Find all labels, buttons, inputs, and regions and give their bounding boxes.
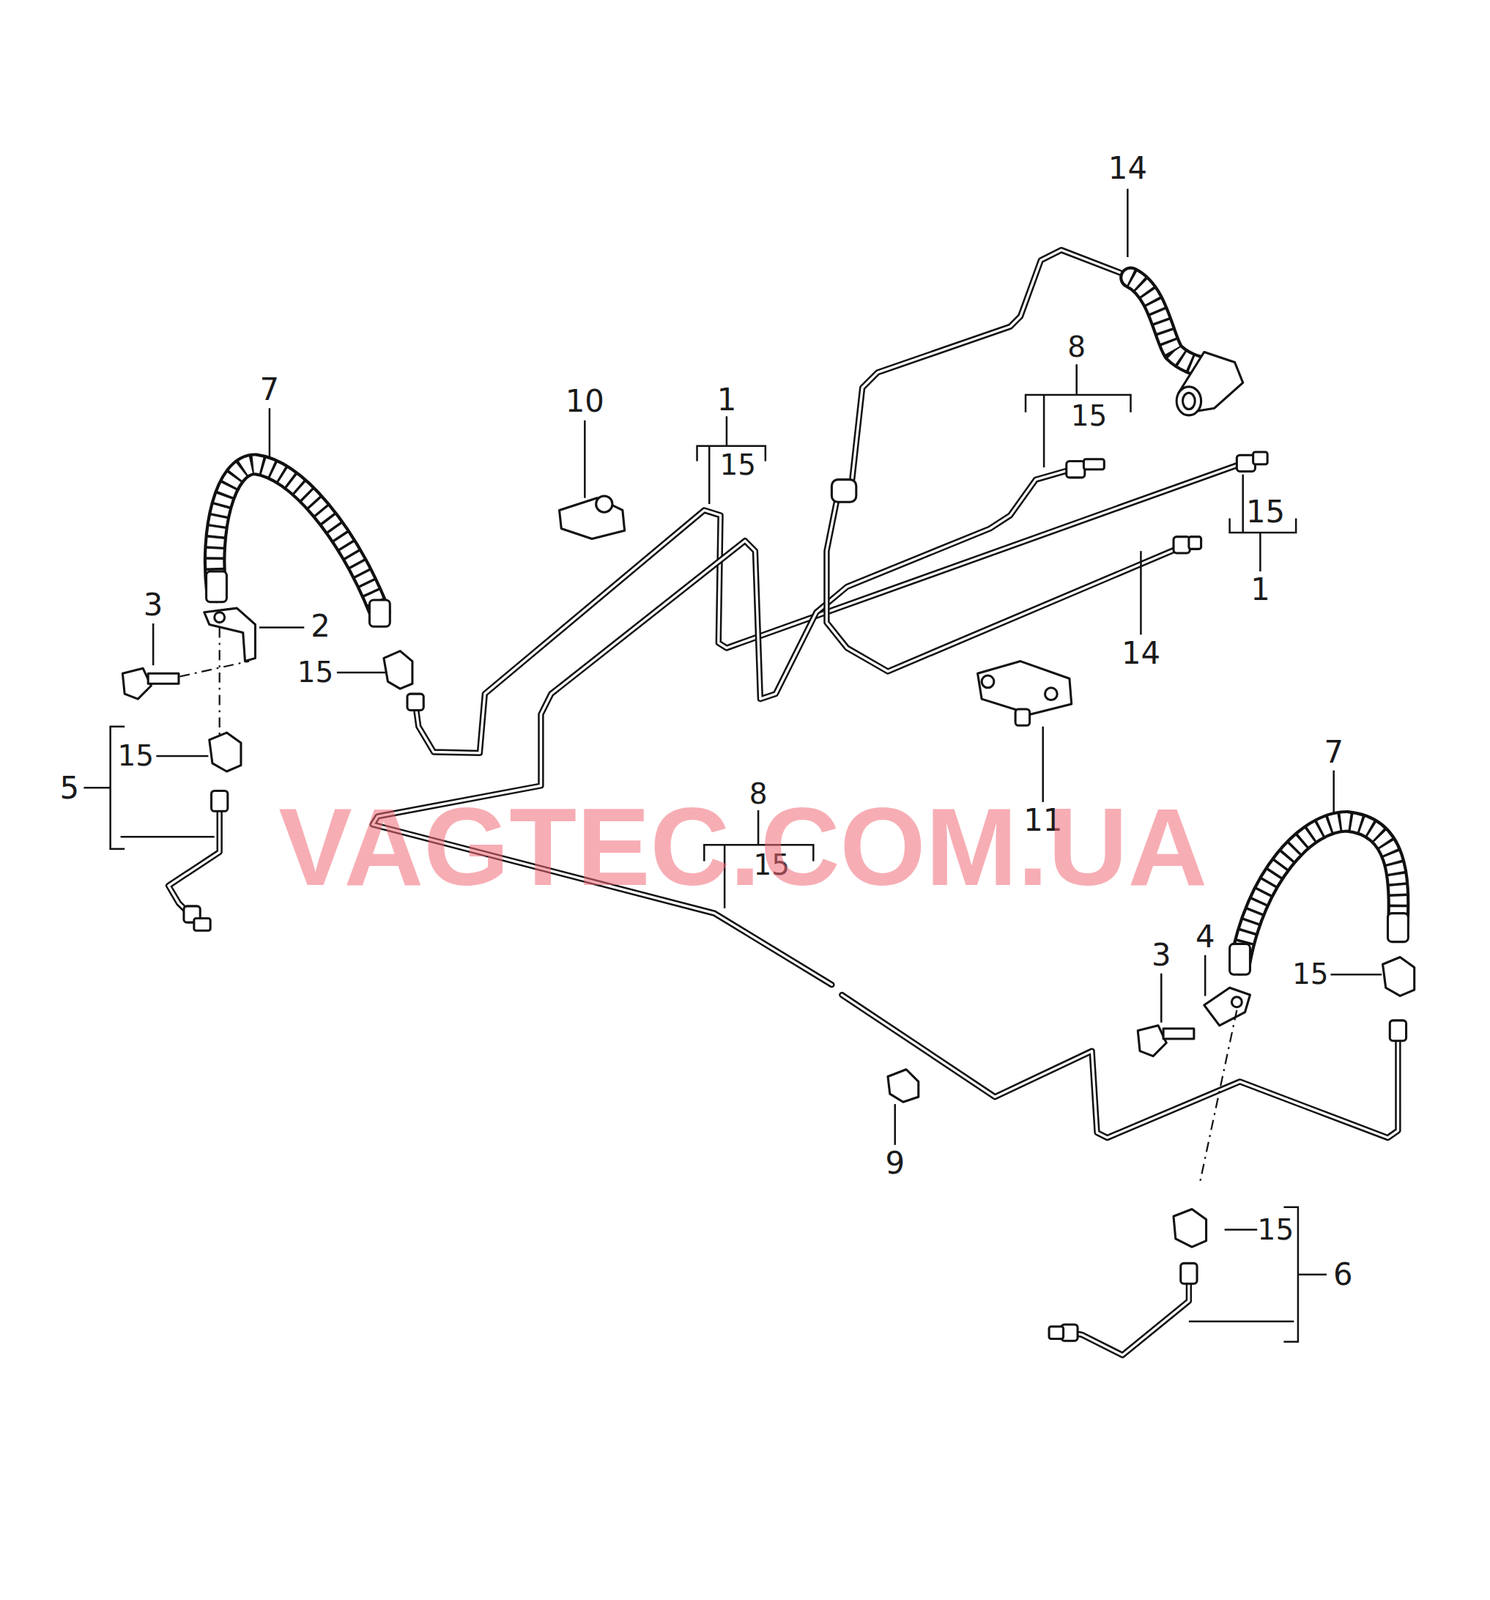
callout-number: 15 <box>1257 1215 1295 1244</box>
callout-number: 14 <box>1108 153 1148 184</box>
callout-number: 6 <box>1333 1259 1354 1291</box>
callout-number: 2 <box>310 610 331 642</box>
callout-number: 1 <box>1250 574 1271 606</box>
callout-number: 8 <box>1067 332 1086 362</box>
brake-pipes <box>168 249 1398 1355</box>
callout-number: 15 <box>1070 402 1108 431</box>
callout-number: 10 <box>565 386 605 417</box>
callout-number: 5 <box>59 772 80 804</box>
leader-lines <box>83 188 1382 1343</box>
callout-number: 3 <box>1151 939 1172 971</box>
callout-number: 15 <box>117 742 154 771</box>
callout-number: 1 <box>717 384 737 416</box>
pipe-fittings <box>183 451 1407 1341</box>
brake-hoses <box>206 277 1409 975</box>
callout-number: 15 <box>1246 496 1285 528</box>
clips-brackets-bolts <box>122 495 1414 1247</box>
callout-number: 15 <box>297 658 335 688</box>
callout-number: 4 <box>1195 921 1216 953</box>
callout-number: 7 <box>1324 736 1345 768</box>
callout-number: 9 <box>884 1147 905 1179</box>
watermark: VAGTEC.COM.UA <box>278 791 1208 902</box>
callout-number: 14 <box>1121 638 1161 669</box>
callout-number: 15 <box>719 451 756 480</box>
callout-number: 15 <box>1292 960 1329 989</box>
callout-number: 3 <box>143 589 164 621</box>
callout-number: 7 <box>259 374 280 406</box>
